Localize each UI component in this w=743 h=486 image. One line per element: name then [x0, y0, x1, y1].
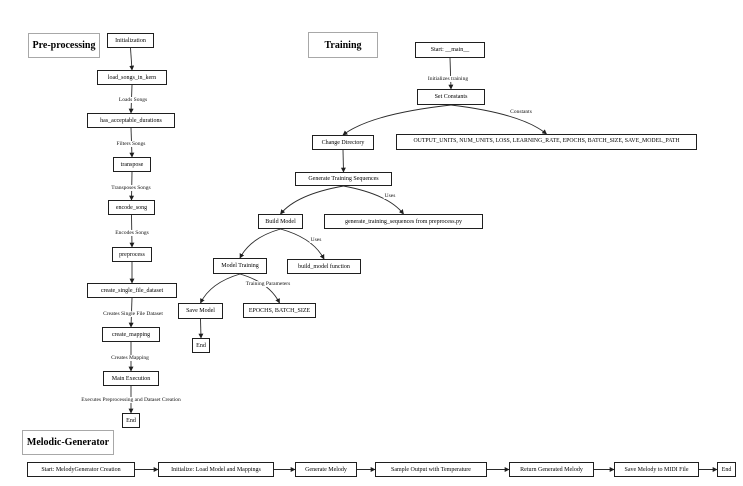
node-create_mapping: create_mapping — [102, 327, 160, 342]
node-create_single_file_dataset: create_single_file_dataset — [87, 283, 177, 298]
edge-start_main-to-set_constants — [448, 57, 454, 90]
node-load_songs: load_songs_in_kern — [97, 70, 167, 85]
edge-label-create_mapping-to-main_execution: Creates Mapping — [110, 354, 150, 362]
node-end_pre: End — [122, 413, 140, 428]
node-transpose: transpose — [113, 157, 151, 172]
section-title-pre-processing: Pre-processing — [28, 33, 100, 58]
node-set_constants: Set Constants — [417, 89, 485, 105]
edge-change_directory-to-generate_training_sequences — [340, 149, 346, 173]
edge-model_training-to-save_model — [200, 273, 241, 304]
node-mg_initialize: Initialize: Load Model and Mappings — [158, 462, 274, 477]
node-init: Initialization — [107, 33, 154, 48]
node-change_directory: Change Directory — [312, 135, 374, 150]
node-model_training: Model Training — [213, 258, 267, 274]
edge-generate_training_sequences-to-build_model — [280, 185, 344, 215]
node-mg_start: Start: MelodyGenerator Creation — [27, 462, 135, 477]
node-generate_training_sequences: Generate Training Sequences — [295, 172, 392, 186]
section-title-melodic-generator: Melodic-Generator — [22, 430, 114, 455]
edge-label-has_acceptable-to-transpose: Filters Songs — [115, 140, 147, 148]
edge-label-generate_training_sequences-to-gts_from_preprocess: Uses — [383, 192, 397, 200]
edge-generate_training_sequences-to-gts_from_preprocess — [343, 185, 404, 215]
edge-label-create_single_file_dataset-to-create_mapping: Creates Single File Dataset — [102, 310, 164, 318]
node-mg_sample: Sample Output with Temperature — [375, 462, 487, 477]
edge-init-to-load_songs — [129, 47, 135, 71]
node-epochs_batch_size: EPOCHS, BATCH_SIZE — [243, 303, 316, 318]
edge-label-load_songs-to-has_acceptable: Loads Songs — [117, 96, 149, 104]
edge-model_training-to-epochs_batch_size — [239, 273, 280, 304]
node-main_execution: Main Execution — [103, 371, 159, 386]
node-preprocess: preprocess — [112, 247, 152, 262]
edge-label-transpose-to-encode_song: Transposes Songs — [110, 184, 152, 192]
node-mg_generate: Generate Melody — [295, 462, 357, 477]
node-build_model: Build Model — [258, 214, 303, 229]
edge-set_constants-to-constants_list — [450, 104, 547, 135]
node-constants_list: OUTPUT_UNITS, NUM_UNITS, LOSS, LEARNING_… — [396, 134, 697, 150]
edge-label-model_training-to-epochs_batch_size: Training Parameters — [244, 280, 292, 288]
section-title-training: Training — [308, 32, 378, 58]
node-mg_save: Save Melody to MIDI File — [614, 462, 699, 477]
node-mg_return: Return Generated Melody — [509, 462, 594, 477]
node-end_training: End — [192, 338, 210, 353]
edge-build_model-to-model_training — [239, 228, 281, 259]
edge-label-encode_song-to-preprocess: Encodes Songs — [114, 229, 150, 237]
edge-label-main_execution-to-end_pre: Executes Preprocessing and Dataset Creat… — [80, 396, 182, 404]
edge-set_constants-to-change_directory — [342, 104, 452, 136]
node-build_model_function: build_model function — [287, 259, 361, 274]
edge-label-start_main-to-set_constants: Initializes training — [426, 75, 470, 83]
node-start_main: Start: __main__ — [415, 42, 485, 58]
edge-build_model-to-build_model_function — [280, 228, 325, 260]
node-gts_from_preprocess: generate_training_sequences from preproc… — [324, 214, 483, 229]
node-has_acceptable: has_acceptable_durations — [87, 113, 175, 128]
node-save_model: Save Model — [178, 303, 223, 319]
node-mg_end: End — [717, 462, 736, 477]
node-encode_song: encode_song — [108, 200, 155, 215]
edge-label-set_constants-to-constants_list: Constants — [509, 108, 533, 116]
edge-label-build_model-to-build_model_function: Uses — [309, 236, 323, 244]
edge-save_model-to-end_training — [198, 318, 204, 339]
